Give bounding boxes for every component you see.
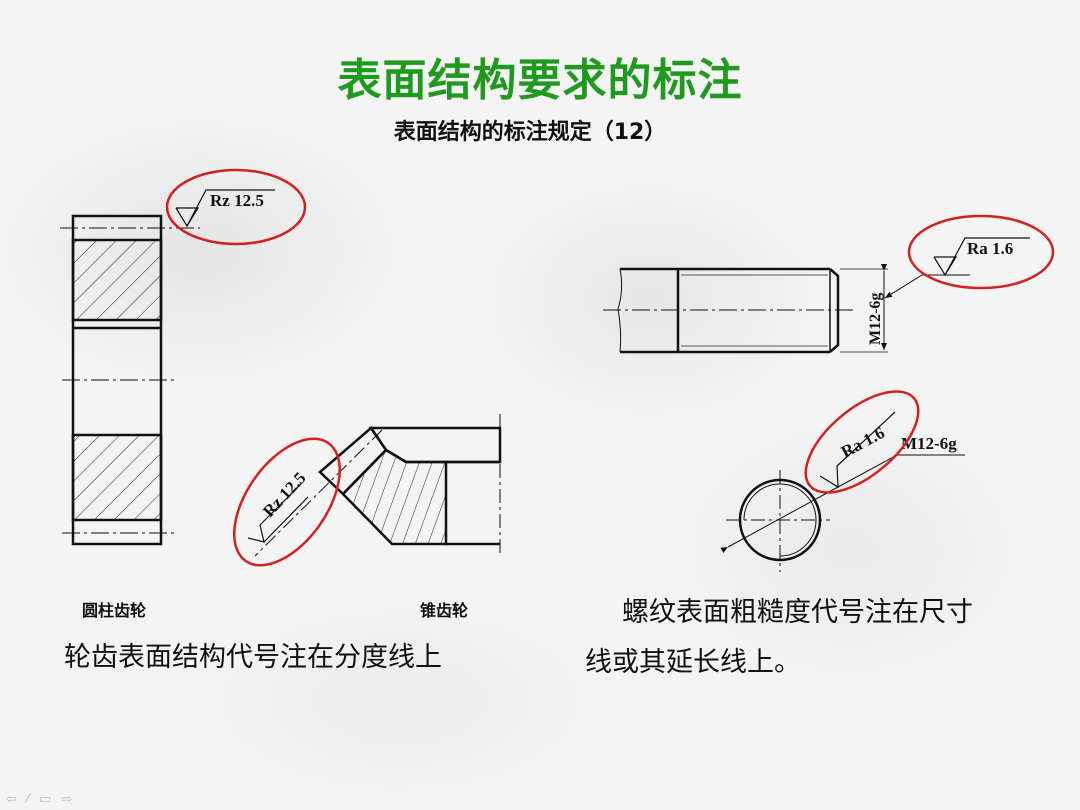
spur-gear-roughness-text: Rz 12.5 [210,191,264,210]
prev-slide-icon[interactable]: ⇦ [6,792,17,807]
spur-gear-drawing: Rz 12.5 [60,168,307,546]
highlight-ellipse [165,168,307,246]
next-slide-icon[interactable]: ⇨ [61,792,73,807]
highlight-ellipse [804,390,920,494]
right-caption-line2: 线或其延长线上。 [585,647,801,678]
slide-subtitle: 表面结构的标注规定（12） [393,120,667,145]
thread-end-dimension-text: M12-6g [901,434,957,453]
menu-icon[interactable]: ▭ [39,792,52,807]
pen-icon[interactable]: ⁄ [26,792,30,807]
thread-end-roughness-text: Ra 1.6 [838,423,888,462]
bevel-gear-label: 锥齿轮 [420,601,469,620]
highlight-ellipse [907,214,1055,290]
slide-title: 表面结构要求的标注 [337,55,743,106]
spur-gear-label: 圆柱齿轮 [82,601,147,620]
thread-end-view-drawing: M12-6g Ra 1.6 [720,390,965,572]
bevel-gear-roughness-text: Rz 12.5 [259,468,310,520]
thread-side-roughness-text: Ra 1.6 [967,239,1013,258]
right-caption-line1: 螺纹表面粗糙度代号注在尺寸 [622,597,973,628]
left-caption: 轮齿表面结构代号注在分度线上 [64,642,442,673]
thread-side-view-drawing: M12-6g Ra 1.6 [603,214,1055,354]
highlight-ellipse [233,437,341,567]
bevel-gear-drawing: Rz 12.5 [233,414,502,567]
thread-side-dimension-text: M12-6g [867,293,884,345]
slideshow-nav: ⇦ ⁄ ▭ ⇨ [6,792,72,807]
